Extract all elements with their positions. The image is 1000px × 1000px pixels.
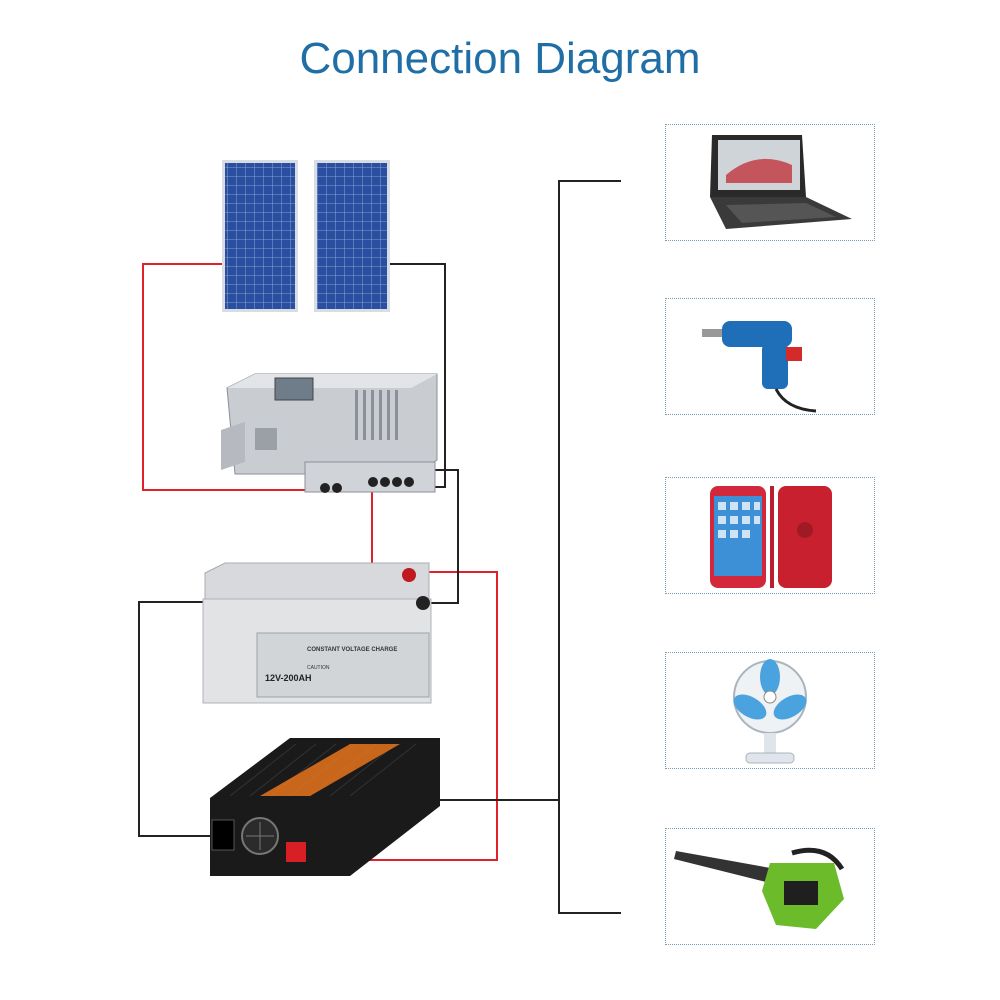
output-bus-wire <box>558 180 621 914</box>
battery-caution-text: CAUTION <box>307 665 330 671</box>
solar-panel-left <box>222 160 298 312</box>
chainsaw-icon <box>674 847 845 929</box>
inverter-positive-terminal <box>286 842 306 862</box>
battery-capacity-label: 12V-200AH <box>265 673 312 683</box>
panel-positive-wire <box>142 263 330 491</box>
diagram-title: Connection Diagram <box>299 34 701 83</box>
charge-controller <box>221 373 438 493</box>
laptop-icon <box>710 135 852 229</box>
inverter <box>210 738 440 876</box>
battery: CONSTANT VOLTAGE CHARGE CAUTION 12V-200A… <box>199 561 435 707</box>
solar-panels <box>222 160 390 312</box>
load-fan-box <box>665 652 875 769</box>
fan-icon <box>733 659 807 764</box>
controller-terminals <box>320 477 414 493</box>
smartphone-icon <box>710 486 832 588</box>
load-chainsaw-box <box>665 828 875 945</box>
drill-icon <box>702 321 817 413</box>
battery-header-text: CONSTANT VOLTAGE CHARGE <box>307 647 398 653</box>
load-drill-box <box>665 298 875 415</box>
lcd-screen <box>274 377 314 401</box>
solar-panel-right <box>314 160 390 312</box>
battery-negative-terminal <box>416 596 430 610</box>
battery-positive-terminal <box>402 568 416 582</box>
ac-outlet-icon <box>211 819 235 851</box>
load-laptop-box <box>665 124 875 241</box>
load-smartphone-box <box>665 477 875 594</box>
